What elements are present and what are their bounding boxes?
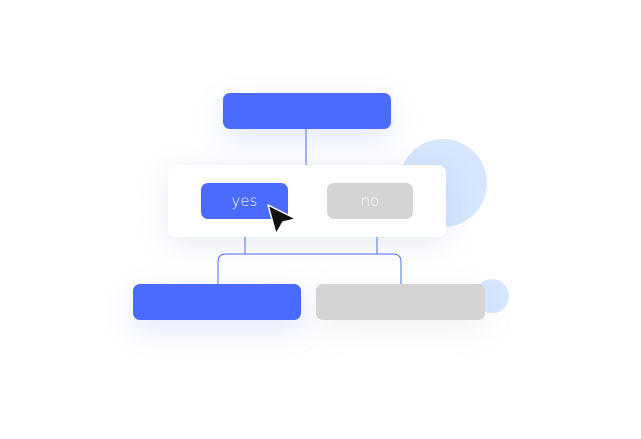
mouse-pointer-icon	[267, 204, 297, 235]
process-node-no-branch	[316, 284, 485, 320]
process-node-top	[223, 93, 391, 129]
connector-branch	[217, 253, 402, 284]
process-node-yes-branch	[133, 284, 301, 320]
decision-card: yes no	[168, 165, 446, 237]
no-button[interactable]: no	[327, 183, 413, 219]
